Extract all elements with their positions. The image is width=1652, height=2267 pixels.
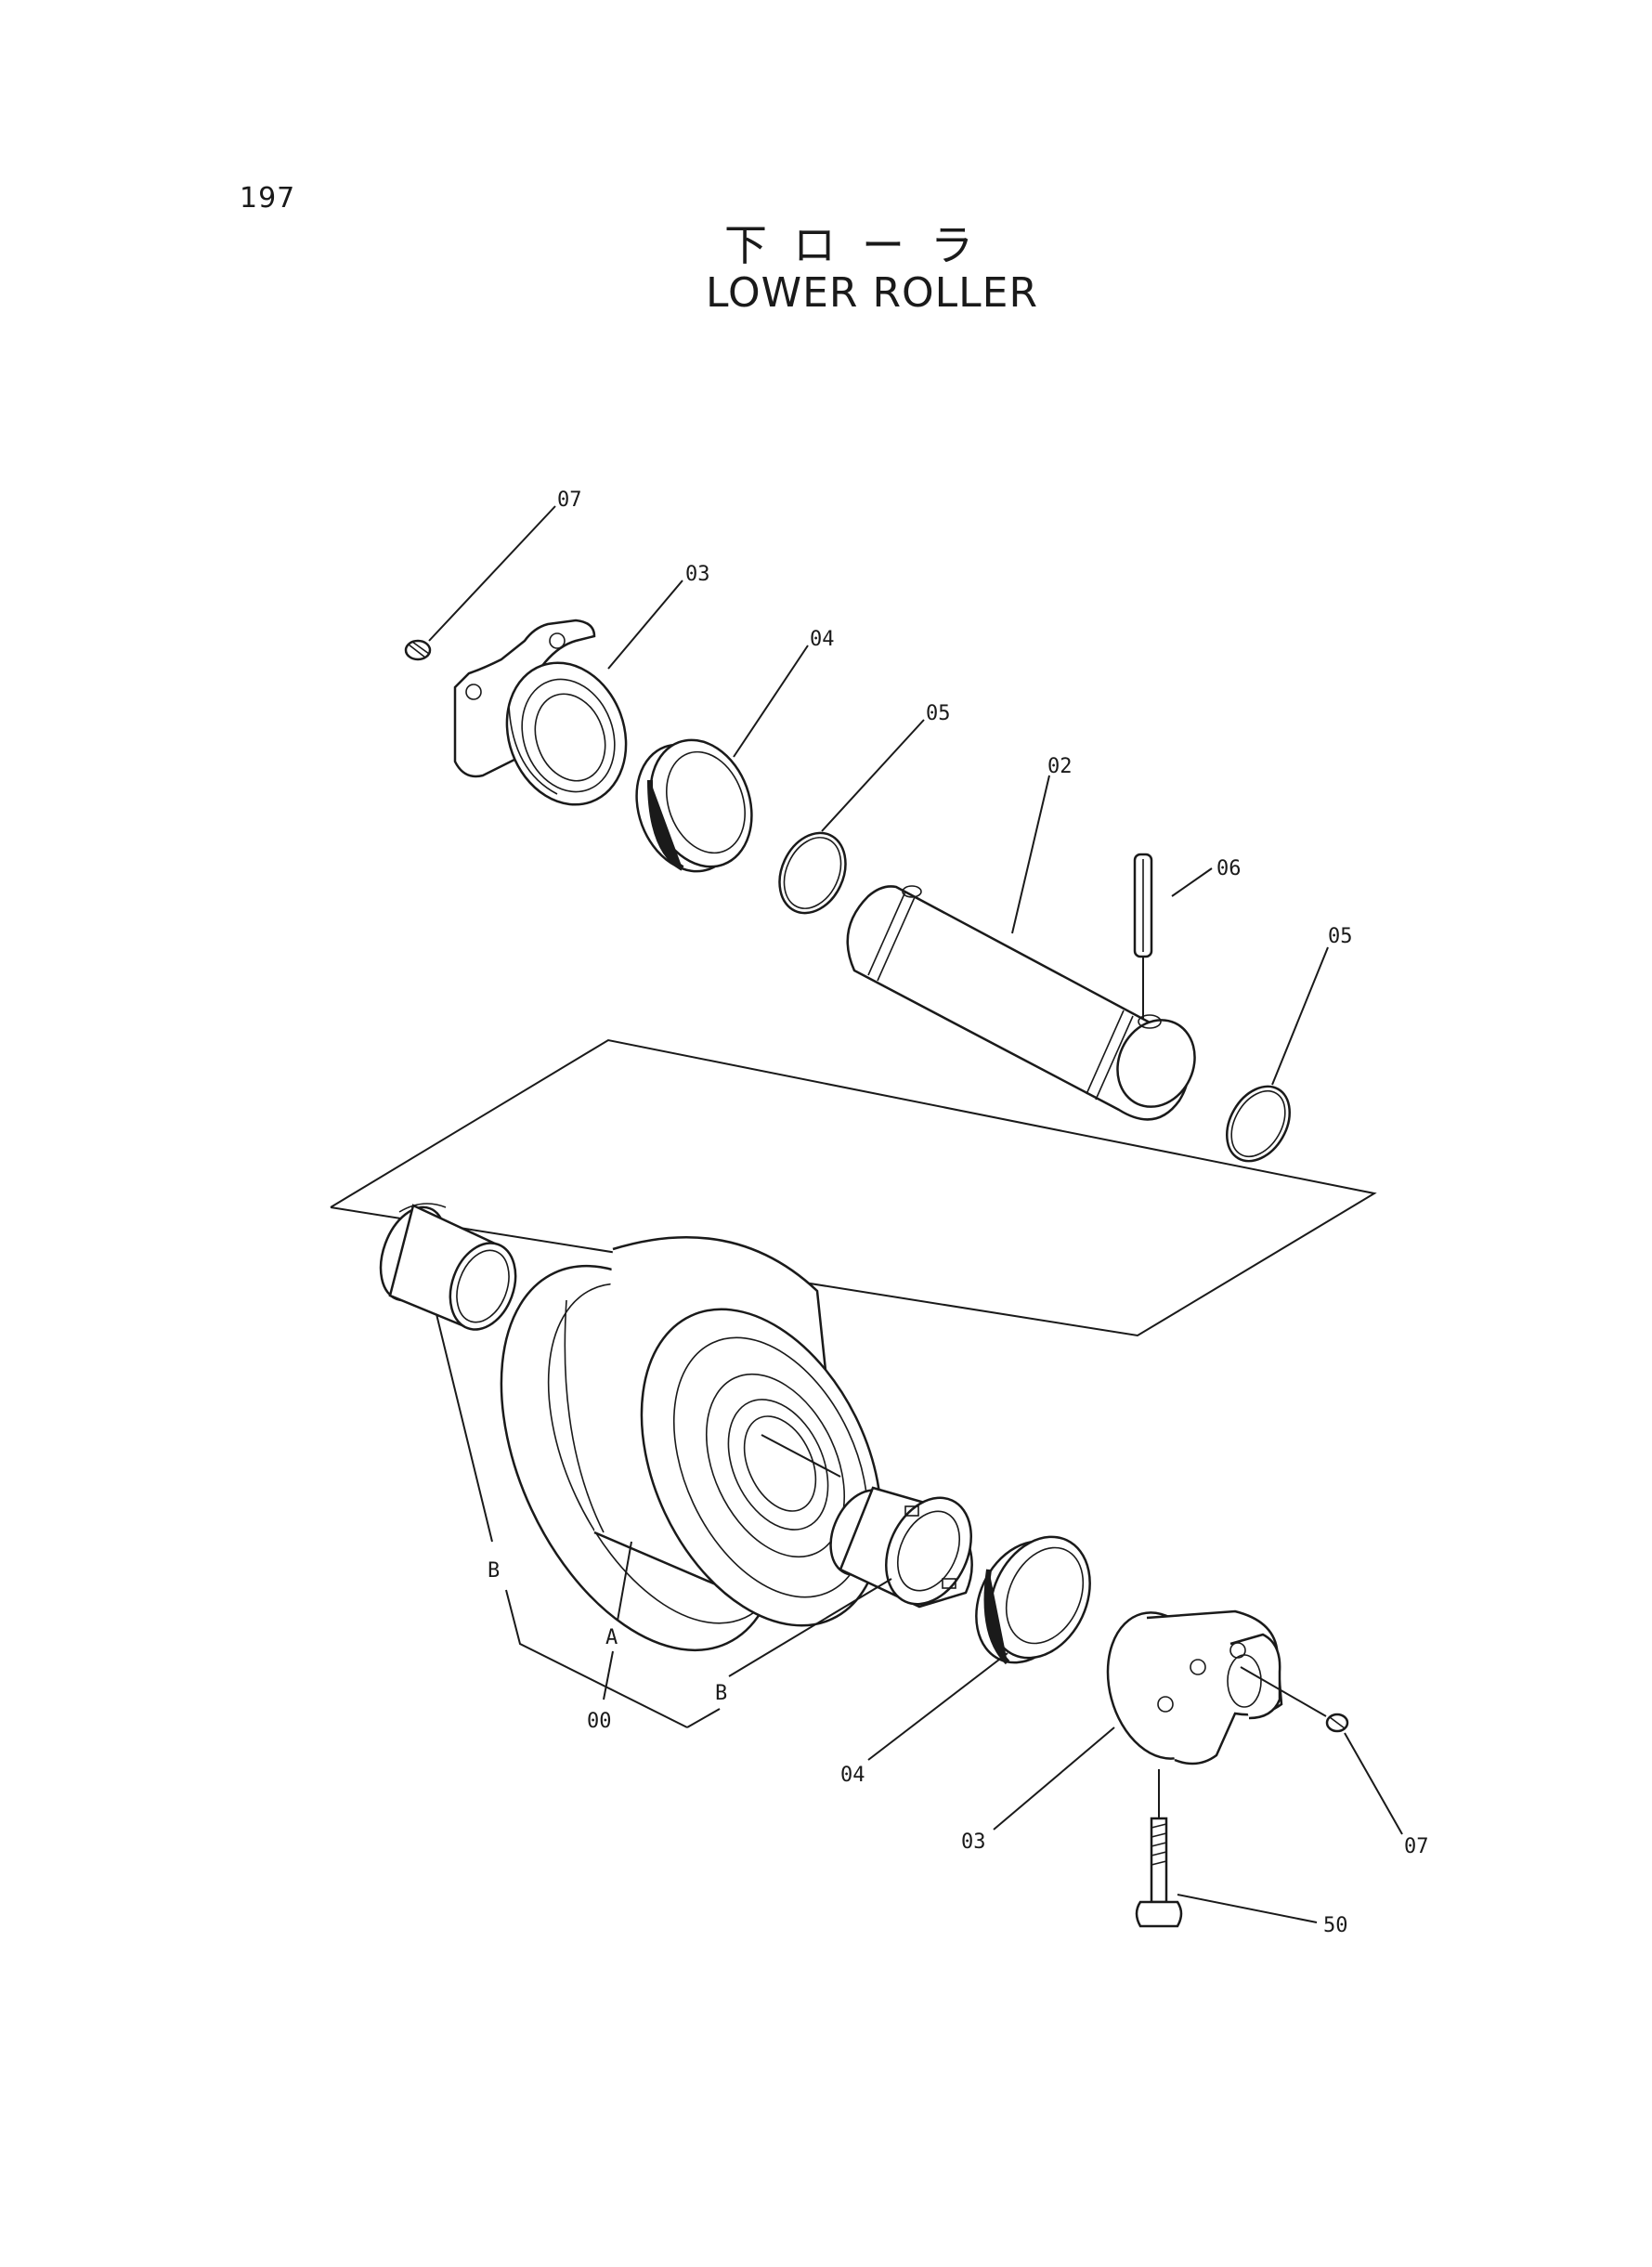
part-04-top-floating-seal <box>635 738 753 873</box>
title-english: LOWER ROLLER <box>706 269 1039 317</box>
callout-b-left: B <box>488 1559 500 1583</box>
callout-04-bottom: 04 <box>840 1764 865 1787</box>
leader-07-bottom-in <box>1240 1666 1327 1717</box>
callout-b-bottom: B <box>715 1682 727 1705</box>
callout-03-bottom: 03 <box>961 1831 986 1854</box>
part-07-top-set-screw <box>404 639 432 661</box>
callout-07-top: 07 <box>557 489 582 512</box>
leader-a <box>617 1541 632 1622</box>
leader-02 <box>1011 775 1050 934</box>
leader-04-top <box>733 645 809 758</box>
part-05-right-o-ring <box>1226 1085 1291 1163</box>
part-50-bolt <box>1135 1769 1183 1928</box>
callout-00: 00 <box>587 1710 612 1733</box>
callout-a: A <box>605 1626 618 1649</box>
leader-03-bottom <box>993 1726 1115 1831</box>
part-05-top-o-ring <box>778 831 847 915</box>
leader-07-top <box>428 505 556 642</box>
leader-05-top <box>821 719 925 832</box>
part-03-bottom-collar <box>1106 1609 1283 1765</box>
leader-axis-roller <box>761 1434 841 1478</box>
leader-group-b-right <box>728 1578 892 1677</box>
callout-07-bottom: 07 <box>1404 1835 1429 1858</box>
leader-group-b-left <box>436 1313 493 1543</box>
callout-05-top: 05 <box>926 702 951 725</box>
leader-00 <box>603 1650 614 1700</box>
callout-04-top: 04 <box>810 628 835 651</box>
callout-03-top: 03 <box>685 563 710 586</box>
leader-06 <box>1171 867 1213 897</box>
part-07-bottom-set-screw <box>1325 1713 1349 1733</box>
group-frame-top <box>330 1038 1377 1337</box>
callout-05-right: 05 <box>1328 925 1353 948</box>
leader-07-bottom <box>1344 1732 1403 1835</box>
part-03-top-collar <box>453 619 628 806</box>
part-04-bottom-floating-seal <box>975 1535 1091 1665</box>
callout-50: 50 <box>1323 1914 1348 1937</box>
part-00-roller-body <box>500 1235 883 1652</box>
page-number: 197 <box>240 182 296 215</box>
part-bushing-left <box>379 1203 517 1331</box>
part-06-spring-pin <box>1133 853 1153 1020</box>
leader-group-b-right-lower <box>686 1708 721 1728</box>
leader-04-bottom <box>867 1652 1008 1761</box>
part-02-shaft <box>846 885 1196 1121</box>
callout-02: 02 <box>1047 755 1073 778</box>
callout-06: 06 <box>1216 857 1242 880</box>
title-japanese: 下ローラ <box>724 220 999 270</box>
part-bushing-right <box>829 1486 973 1609</box>
leader-03-top <box>607 580 683 670</box>
leader-05-right <box>1271 946 1329 1086</box>
leader-group-b-left-lower <box>505 1589 688 1728</box>
leader-50 <box>1177 1894 1318 1923</box>
